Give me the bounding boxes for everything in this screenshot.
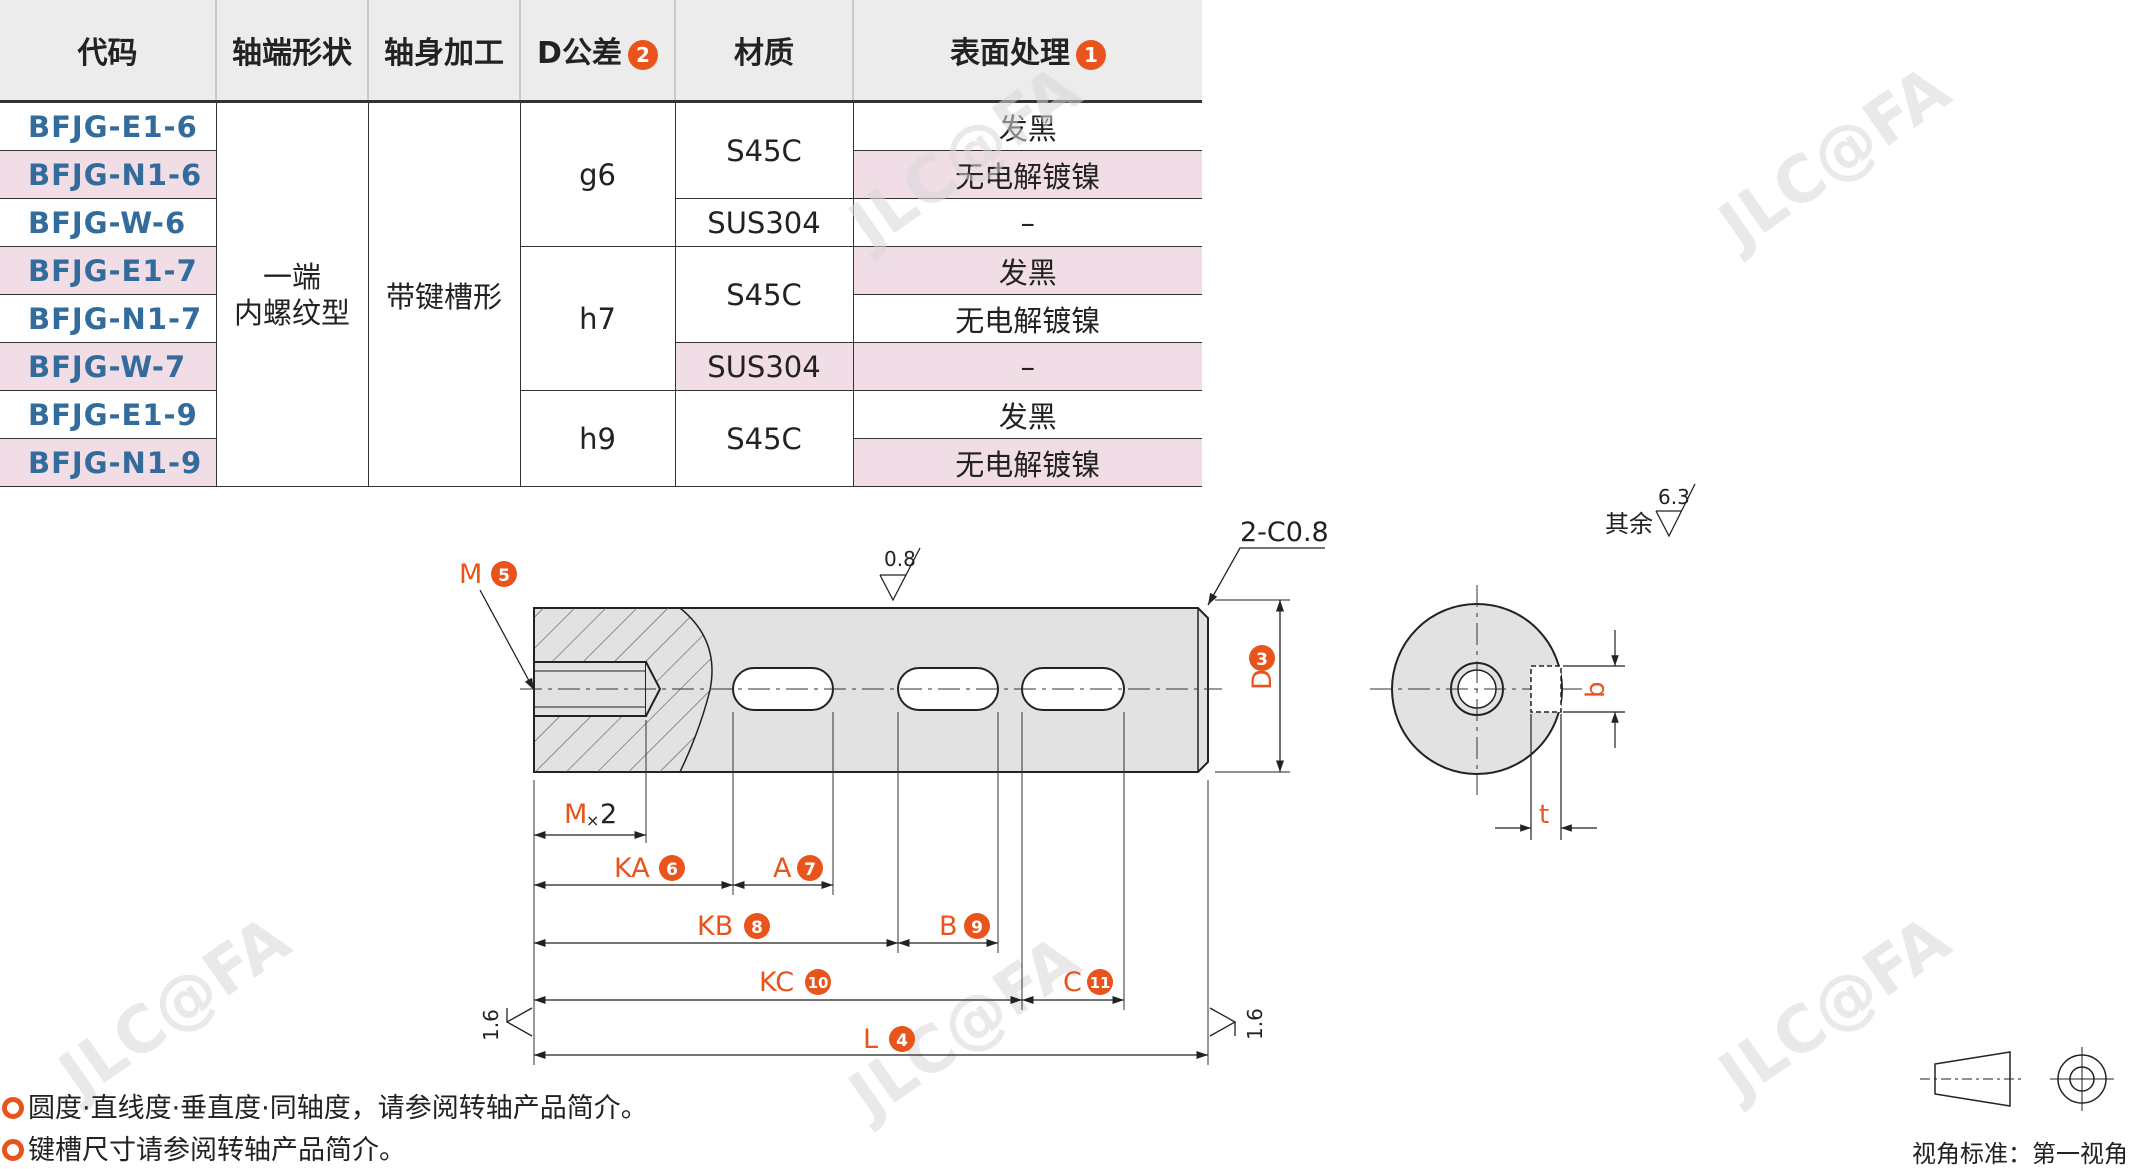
svg-text:3: 3	[1256, 650, 1268, 670]
code-cell: BFJG-W-6	[0, 198, 217, 247]
svg-text:B: B	[939, 911, 958, 942]
shaft-side-view	[520, 607, 1222, 773]
dimension-labels: M 5 M × 2 KA 6 A 7 KB 8 B 9 KC 10 C 11 L…	[459, 517, 1329, 1055]
extension-lines	[533, 712, 1209, 1065]
svg-text:JLC@FA: JLC@FA	[1703, 52, 1963, 265]
material-cell: S45C	[675, 390, 854, 487]
roughness-rest-label: 其余	[1605, 510, 1653, 538]
table-row: BFJG-E1-7 h7 S45C 发黑	[0, 246, 1202, 391]
table-row: BFJG-W-7 SUS304 –	[0, 342, 1202, 391]
bullet-icon	[2, 1139, 24, 1161]
svg-text:A: A	[773, 853, 792, 884]
badge-2: 2	[627, 39, 658, 70]
roughness-left-value: 1.6	[479, 1009, 503, 1041]
shaft-end-view: b t	[1370, 585, 1625, 840]
bullet-icon	[2, 1097, 24, 1119]
surface-cell: 发黑	[853, 246, 1202, 295]
svg-text:×: ×	[586, 811, 599, 830]
table-row: BFJG-E1-9 h9 S45C 发黑	[0, 390, 1202, 487]
svg-text:4: 4	[896, 1031, 908, 1051]
surface-cell: –	[853, 342, 1202, 391]
table-row: BFJG-N1-7 无电解镀镍	[0, 294, 1202, 343]
svg-text:2: 2	[600, 799, 617, 830]
badge-1: 1	[1076, 39, 1106, 70]
material-cell: S45C	[675, 101, 854, 199]
svg-text:7: 7	[804, 860, 816, 880]
svg-text:KC: KC	[759, 967, 794, 998]
watermark: JLC@FA JLC@FA JLC@FA JLC@FA JLC@FA	[43, 52, 1963, 1135]
code-cell: BFJG-N1-6	[0, 150, 217, 199]
table-row: BFJG-N1-9 无电解镀镍	[0, 438, 1202, 487]
svg-text:D: D	[1247, 669, 1278, 690]
view-standard-label: 视角标准：第一视角	[1912, 1140, 2128, 1168]
table-row: BFJG-W-6 SUS304 –	[0, 198, 1202, 247]
surface-cell: 发黑	[853, 101, 1202, 151]
surface-cell: 发黑	[853, 390, 1202, 439]
code-cell: BFJG-W-7	[0, 342, 217, 391]
surface-cell: 无电解镀镍	[853, 438, 1202, 487]
header-body: 轴身加工	[368, 0, 521, 103]
label-b: b	[1581, 681, 1611, 698]
material-cell: SUS304	[675, 198, 854, 247]
note-1: 圆度·直线度·垂直度·同轴度，请参阅转轴产品简介。	[2, 1086, 648, 1125]
code-cell: BFJG-N1-7	[0, 294, 217, 343]
first-angle-projection-icon	[1920, 1047, 2114, 1111]
header-code: 代码	[0, 0, 217, 103]
header-material: 材质	[675, 0, 854, 103]
svg-text:L: L	[863, 1024, 878, 1055]
svg-text:5: 5	[498, 566, 510, 586]
svg-text:M: M	[564, 799, 587, 830]
label-t: t	[1539, 800, 1549, 830]
surface-cell: 无电解镀镍	[853, 294, 1202, 343]
svg-text:10: 10	[808, 974, 829, 992]
label-m: M	[459, 559, 482, 590]
code-cell: BFJG-E1-9	[0, 390, 217, 439]
surface-cell: 无电解镀镍	[853, 150, 1202, 199]
svg-text:KB: KB	[697, 911, 733, 942]
header-shaft-end: 轴端形状	[216, 0, 369, 103]
svg-text:9: 9	[971, 918, 983, 938]
code-cell: BFJG-N1-9	[0, 438, 217, 487]
dimension-lines	[479, 547, 1325, 1060]
roughness-top-value: 0.8	[884, 547, 916, 571]
svg-text:JLC@FA: JLC@FA	[1703, 902, 1963, 1115]
material-cell: S45C	[675, 246, 854, 343]
shaft-end-text: 一端 内螺纹型	[233, 259, 350, 330]
roughness-rest-value: 6.3	[1658, 485, 1690, 509]
svg-text:KA: KA	[614, 853, 650, 884]
table-row: BFJG-E1-6 一端 内螺纹型 带键槽形 g6 S45C 发黑	[0, 101, 1202, 487]
roughness-symbols	[505, 483, 1696, 1037]
shaft-end-cell: 一端 内螺纹型	[216, 101, 369, 487]
svg-text:JLC@FA: JLC@FA	[43, 902, 303, 1115]
chamfer-label: 2-C0.8	[1240, 517, 1329, 548]
svg-text:JLC@FA: JLC@FA	[833, 52, 1093, 265]
svg-text:8: 8	[751, 918, 763, 938]
svg-text:6: 6	[666, 860, 678, 880]
surface-cell: –	[853, 198, 1202, 247]
table-row: BFJG-N1-6 无电解镀镍	[0, 150, 1202, 199]
tolerance-cell: g6	[520, 101, 676, 247]
tolerance-cell: h9	[520, 390, 676, 487]
tolerance-cell: h7	[520, 246, 676, 391]
code-cell: BFJG-E1-6	[0, 101, 217, 151]
note-2: 键槽尺寸请参阅转轴产品简介。	[2, 1128, 406, 1167]
code-cell: BFJG-E1-7	[0, 246, 217, 295]
material-cell: SUS304	[675, 342, 854, 391]
body-cell: 带键槽形	[368, 101, 521, 487]
svg-text:C: C	[1063, 967, 1082, 998]
roughness-right-value: 1.6	[1243, 1008, 1267, 1040]
svg-text:11: 11	[1090, 974, 1111, 992]
